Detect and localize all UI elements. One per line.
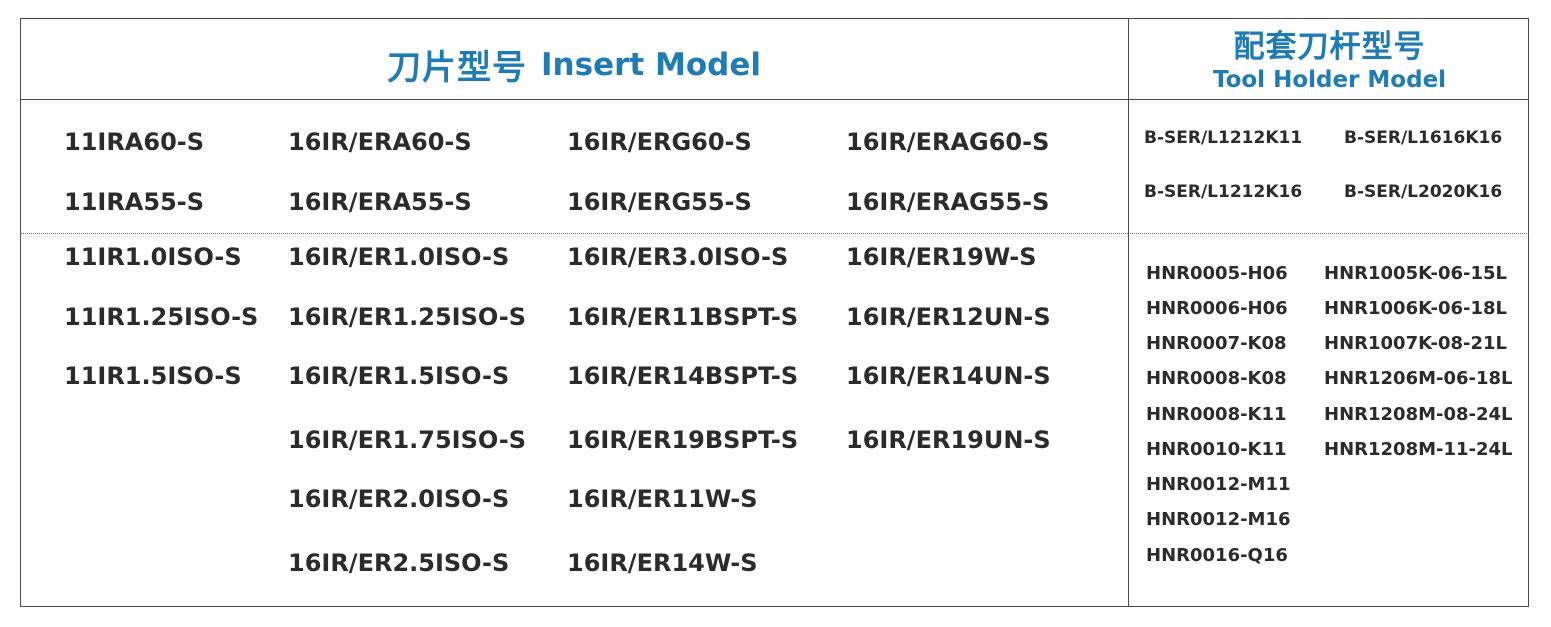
holder-model: HNR1007K-08-21L: [1324, 333, 1507, 354]
holder-model: B-SER/L1616K16: [1344, 128, 1503, 148]
insert-header-cn: 刀片型号: [387, 48, 528, 88]
insert-model-header: 刀片型号 Insert Model: [20, 40, 1128, 89]
insert-model: 16IR/ER1.5ISO-S: [288, 362, 510, 390]
insert-model: 16IR/ER3.0ISO-S: [567, 243, 789, 271]
insert-model: 16IR/ER12UN-S: [846, 303, 1051, 331]
table-frame: [20, 18, 1529, 607]
insert-model: 16IR/ER14W-S: [567, 549, 758, 577]
holder-model: HNR1206M-06-18L: [1324, 368, 1513, 389]
holder-model: HNR0010-K11: [1146, 439, 1287, 460]
insert-model: 11IR1.25ISO-S: [64, 303, 259, 331]
insert-model: 16IR/ER19W-S: [846, 243, 1037, 271]
holder-model: B-SER/L1212K11: [1144, 128, 1303, 148]
holder-model: HNR1005K-06-15L: [1324, 263, 1507, 284]
holder-model: HNR0007-K08: [1146, 333, 1287, 354]
holder-header-cn: 配套刀杆型号: [1233, 29, 1426, 65]
tool-holder-header: 配套刀杆型号 Tool Holder Model: [1130, 28, 1529, 94]
insert-section-divider: [20, 233, 1128, 234]
insert-model: 16IR/ERA60-S: [288, 128, 472, 156]
insert-header-en: Insert Model: [541, 46, 761, 83]
insert-model: 16IR/ER1.25ISO-S: [288, 303, 526, 331]
holder-header-en: Tool Holder Model: [1212, 67, 1447, 93]
insert-model: 11IRA60-S: [64, 128, 205, 156]
header-divider: [20, 99, 1529, 100]
insert-model: 16IR/ER14BSPT-S: [567, 362, 799, 390]
holder-section-divider: [1130, 233, 1529, 234]
insert-model: 16IR/ERAG60-S: [846, 128, 1050, 156]
insert-model: 16IR/ER11BSPT-S: [567, 303, 799, 331]
insert-model: 16IR/ERA55-S: [288, 188, 472, 216]
holder-model: HNR0008-K08: [1146, 368, 1287, 389]
holder-model: HNR0012-M11: [1146, 474, 1291, 495]
insert-model: 11IR1.0ISO-S: [64, 243, 242, 271]
holder-model: HNR0006-H06: [1146, 298, 1288, 319]
holder-model: HNR1208M-08-24L: [1324, 404, 1513, 425]
insert-model: 16IR/ERG55-S: [567, 188, 752, 216]
insert-model: 16IR/ER2.0ISO-S: [288, 485, 510, 513]
insert-model: 11IR1.5ISO-S: [64, 362, 242, 390]
insert-model: 16IR/ER1.75ISO-S: [288, 426, 526, 454]
column-divider: [1128, 18, 1129, 607]
holder-model: HNR1208M-11-24L: [1324, 439, 1513, 460]
insert-model: 16IR/ERG60-S: [567, 128, 752, 156]
holder-model: HNR0016-Q16: [1146, 545, 1288, 566]
insert-model: 16IR/ER2.5ISO-S: [288, 549, 510, 577]
holder-model: HNR1006K-06-18L: [1324, 298, 1507, 319]
holder-model: HNR0008-K11: [1146, 404, 1287, 425]
holder-model: HNR0012-M16: [1146, 509, 1291, 530]
holder-model: B-SER/L1212K16: [1144, 182, 1303, 202]
insert-model: 16IR/ER1.0ISO-S: [288, 243, 510, 271]
insert-model: 16IR/ER19BSPT-S: [567, 426, 799, 454]
insert-model: 11IRA55-S: [64, 188, 205, 216]
insert-model: 16IR/ER19UN-S: [846, 426, 1051, 454]
holder-model: B-SER/L2020K16: [1344, 182, 1503, 202]
holder-model: HNR0005-H06: [1146, 263, 1288, 284]
insert-model: 16IR/ER14UN-S: [846, 362, 1051, 390]
insert-model: 16IR/ERAG55-S: [846, 188, 1050, 216]
insert-model: 16IR/ER11W-S: [567, 485, 758, 513]
